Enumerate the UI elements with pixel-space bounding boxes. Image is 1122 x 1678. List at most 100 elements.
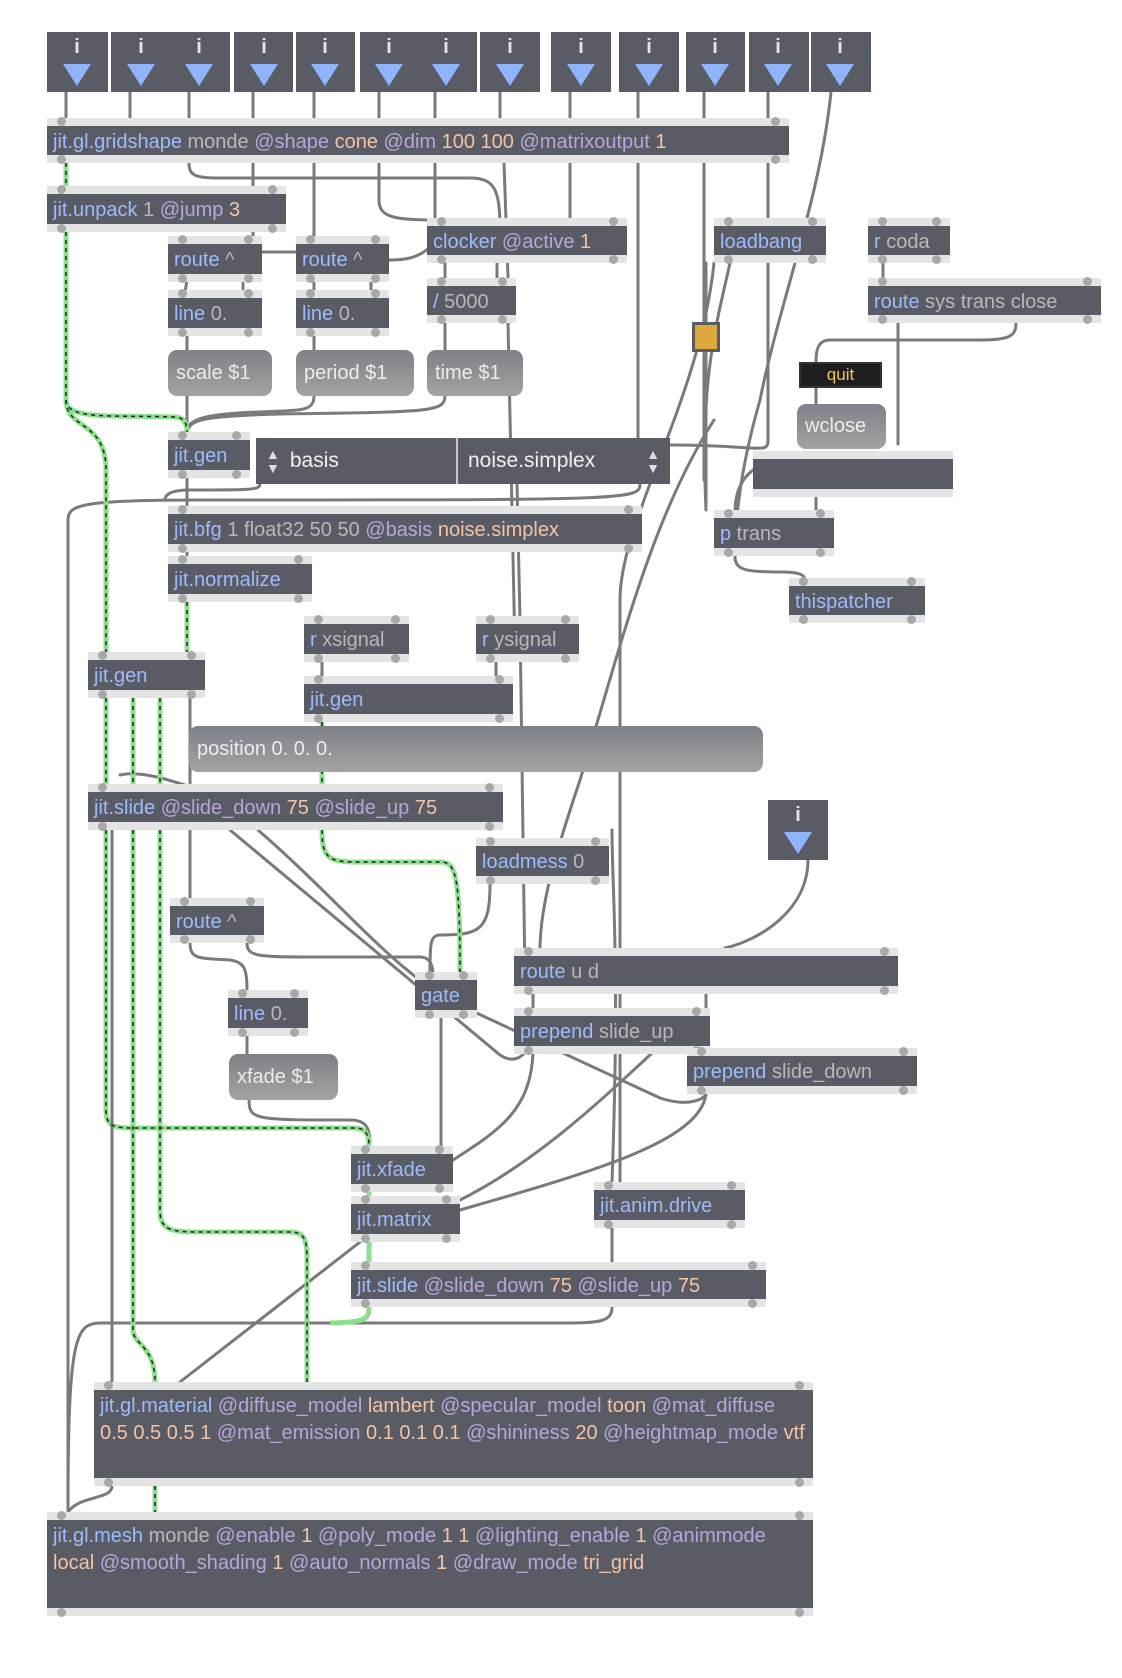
outlet-icon[interactable]: [361, 1184, 370, 1193]
outlet-icon[interactable]: [437, 315, 446, 324]
outlet-icon[interactable]: [187, 690, 196, 699]
inlet-icon[interactable]: [907, 577, 916, 586]
object-line2[interactable]: line 0.: [296, 289, 389, 337]
inlet-icon[interactable]: [724, 217, 733, 226]
outlet-icon[interactable]: [361, 1234, 370, 1243]
inlet-icon[interactable]: [437, 217, 446, 226]
inlet-icon[interactable]: [486, 615, 495, 624]
inlet-icon[interactable]: [878, 217, 887, 226]
outlet-icon[interactable]: [498, 315, 507, 324]
object-route3[interactable]: route ^: [170, 897, 264, 944]
empty-object[interactable]: [753, 451, 953, 497]
outlet-icon[interactable]: [437, 255, 446, 264]
object-line1[interactable]: line 0.: [168, 289, 262, 337]
outlet-icon[interactable]: [524, 1046, 533, 1055]
outlet-icon[interactable]: [907, 615, 916, 624]
outlet-icon[interactable]: [932, 255, 941, 264]
outlet-icon[interactable]: [435, 1184, 444, 1193]
object-matrix[interactable]: jit.matrix: [351, 1195, 460, 1243]
inlet-icon[interactable]: [1083, 277, 1092, 286]
outlet-icon[interactable]: [425, 1010, 434, 1019]
inlet-icon[interactable]: [880, 947, 889, 956]
object-gate[interactable]: gate: [415, 971, 477, 1019]
inlet-icon[interactable]: [180, 897, 189, 906]
inlet-icon[interactable]: [371, 235, 380, 244]
outlet-icon[interactable]: [180, 935, 189, 944]
outlet-icon[interactable]: [878, 255, 887, 264]
outlet-icon[interactable]: [178, 274, 187, 283]
outlet-icon[interactable]: [238, 1028, 247, 1037]
outlet-icon[interactable]: [1083, 315, 1092, 324]
inlet-icon[interactable]: [459, 971, 468, 980]
inlet-icon[interactable]: [306, 235, 315, 244]
integer-button[interactable]: i: [811, 32, 871, 92]
outlet-icon[interactable]: [178, 470, 187, 479]
inlet-icon[interactable]: [391, 615, 400, 624]
outlet-icon[interactable]: [306, 274, 315, 283]
message-time[interactable]: time $1: [427, 350, 523, 396]
message-position[interactable]: position 0. 0. 0.: [189, 726, 763, 772]
object-animdrive[interactable]: jit.anim.drive: [594, 1181, 745, 1229]
outlet-icon[interactable]: [561, 654, 570, 663]
object-mesh[interactable]: jit.gl.mesh monde @enable 1 @poly_mode 1…: [47, 1511, 813, 1617]
outlet-icon[interactable]: [486, 654, 495, 663]
inlet-icon[interactable]: [306, 289, 315, 298]
integer-button[interactable]: i: [296, 32, 355, 92]
inlet-icon[interactable]: [624, 505, 633, 514]
outlet-icon[interactable]: [314, 654, 323, 663]
inlet-icon[interactable]: [524, 1007, 533, 1016]
object-unpack[interactable]: jit.unpack 1 @jump 3: [47, 185, 286, 233]
object-ry[interactable]: r ysignal: [476, 615, 579, 663]
outlet-icon[interactable]: [724, 548, 733, 557]
inlet-icon[interactable]: [294, 555, 303, 564]
inlet-icon[interactable]: [361, 1261, 370, 1270]
outlet-icon[interactable]: [442, 1234, 451, 1243]
outlet-icon[interactable]: [290, 1028, 299, 1037]
outlet-icon[interactable]: [57, 155, 66, 164]
inlet-icon[interactable]: [878, 277, 887, 286]
outlet-icon[interactable]: [178, 594, 187, 603]
object-prepdown[interactable]: prepend slide_down: [687, 1047, 917, 1095]
outlet-icon[interactable]: [371, 274, 380, 283]
outlet-icon[interactable]: [246, 935, 255, 944]
inlet-icon[interactable]: [178, 289, 187, 298]
integer-button[interactable]: i: [768, 800, 828, 860]
inlet-icon[interactable]: [314, 615, 323, 624]
outlet-icon[interactable]: [771, 155, 780, 164]
inlet-icon[interactable]: [246, 897, 255, 906]
inlet-icon[interactable]: [57, 1511, 66, 1520]
inlet-icon[interactable]: [178, 235, 187, 244]
outlet-icon[interactable]: [485, 822, 494, 831]
outlet-icon[interactable]: [371, 328, 380, 337]
inlet-icon[interactable]: [178, 505, 187, 514]
object-rcoda[interactable]: r coda: [868, 217, 950, 264]
outlet-icon[interactable]: [795, 1608, 804, 1617]
inlet-icon[interactable]: [795, 1511, 804, 1520]
inlet-icon[interactable]: [57, 117, 66, 126]
object-ptrans[interactable]: p trans: [714, 509, 834, 557]
object-prepup[interactable]: prepend slide_up: [514, 1007, 710, 1055]
outlet-icon[interactable]: [524, 986, 533, 995]
inlet-icon[interactable]: [442, 1195, 451, 1204]
outlet-icon[interactable]: [57, 224, 66, 233]
inlet-icon[interactable]: [816, 509, 825, 518]
outlet-icon[interactable]: [98, 822, 107, 831]
object-thispatcher[interactable]: thispatcher: [789, 577, 925, 624]
inlet-icon[interactable]: [244, 289, 253, 298]
stepper-arrows-icon[interactable]: ▲▼: [646, 446, 660, 476]
inlet-icon[interactable]: [98, 783, 107, 792]
inlet-icon[interactable]: [524, 947, 533, 956]
inlet-icon[interactable]: [435, 1145, 444, 1154]
integer-button[interactable]: i: [234, 32, 293, 92]
inlet-icon[interactable]: [604, 1181, 613, 1190]
inlet-icon[interactable]: [104, 1381, 113, 1390]
outlet-icon[interactable]: [244, 328, 253, 337]
outlet-icon[interactable]: [57, 1608, 66, 1617]
outlet-icon[interactable]: [306, 328, 315, 337]
inlet-icon[interactable]: [591, 837, 600, 846]
inlet-icon[interactable]: [57, 185, 66, 194]
object-line3[interactable]: line 0.: [228, 989, 308, 1037]
outlet-icon[interactable]: [799, 615, 808, 624]
inlet-icon[interactable]: [692, 1007, 701, 1016]
